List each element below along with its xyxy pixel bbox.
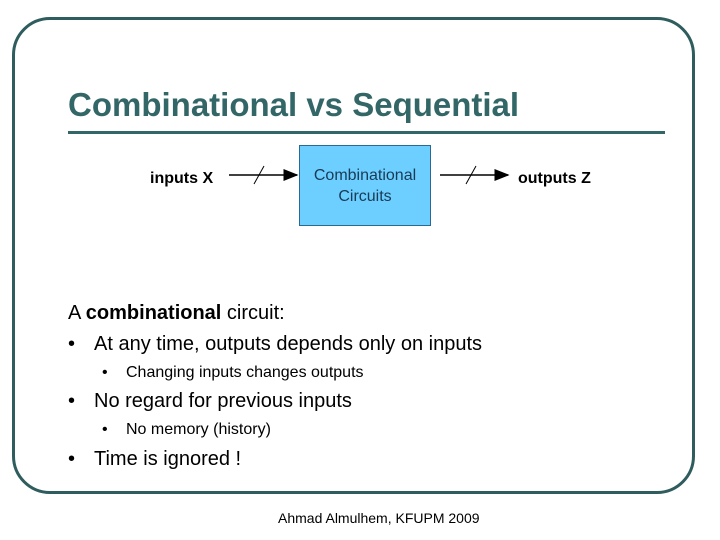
slide-frame: [12, 17, 695, 494]
bullet-icon: •: [102, 364, 108, 381]
output-bus-slash: [465, 165, 477, 185]
bullet-icon: •: [68, 333, 76, 355]
combinational-circuit-box: Combinational Circuits: [299, 145, 431, 226]
input-bus-slash: [253, 165, 265, 185]
intro-suffix: circuit:: [221, 302, 285, 324]
intro-bold: combinational: [85, 302, 222, 324]
intro-prefix: A: [68, 302, 86, 324]
bullet-icon: •: [68, 448, 76, 470]
box-label: Combinational Circuits: [313, 166, 417, 205]
bullet-text: No regard for previous inputs: [94, 390, 352, 412]
bullet-icon: •: [68, 390, 76, 412]
bullet-text: Time is ignored !: [94, 448, 242, 470]
intro-line: A combinational circuit:: [68, 302, 285, 325]
inputs-label: inputs X: [150, 170, 214, 187]
outputs-label: outputs Z: [518, 170, 591, 187]
bullet-icon: •: [102, 421, 108, 438]
sub-bullet-text: No memory (history): [126, 421, 271, 438]
title-underline: [68, 131, 665, 134]
sub-bullet-text: Changing inputs changes outputs: [126, 364, 364, 381]
slide-footer: Ahmad Almulhem, KFUPM 2009: [278, 510, 480, 526]
bullet-text: At any time, outputs depends only on inp…: [94, 333, 483, 355]
slide-title: Combinational vs Sequential: [68, 86, 520, 123]
